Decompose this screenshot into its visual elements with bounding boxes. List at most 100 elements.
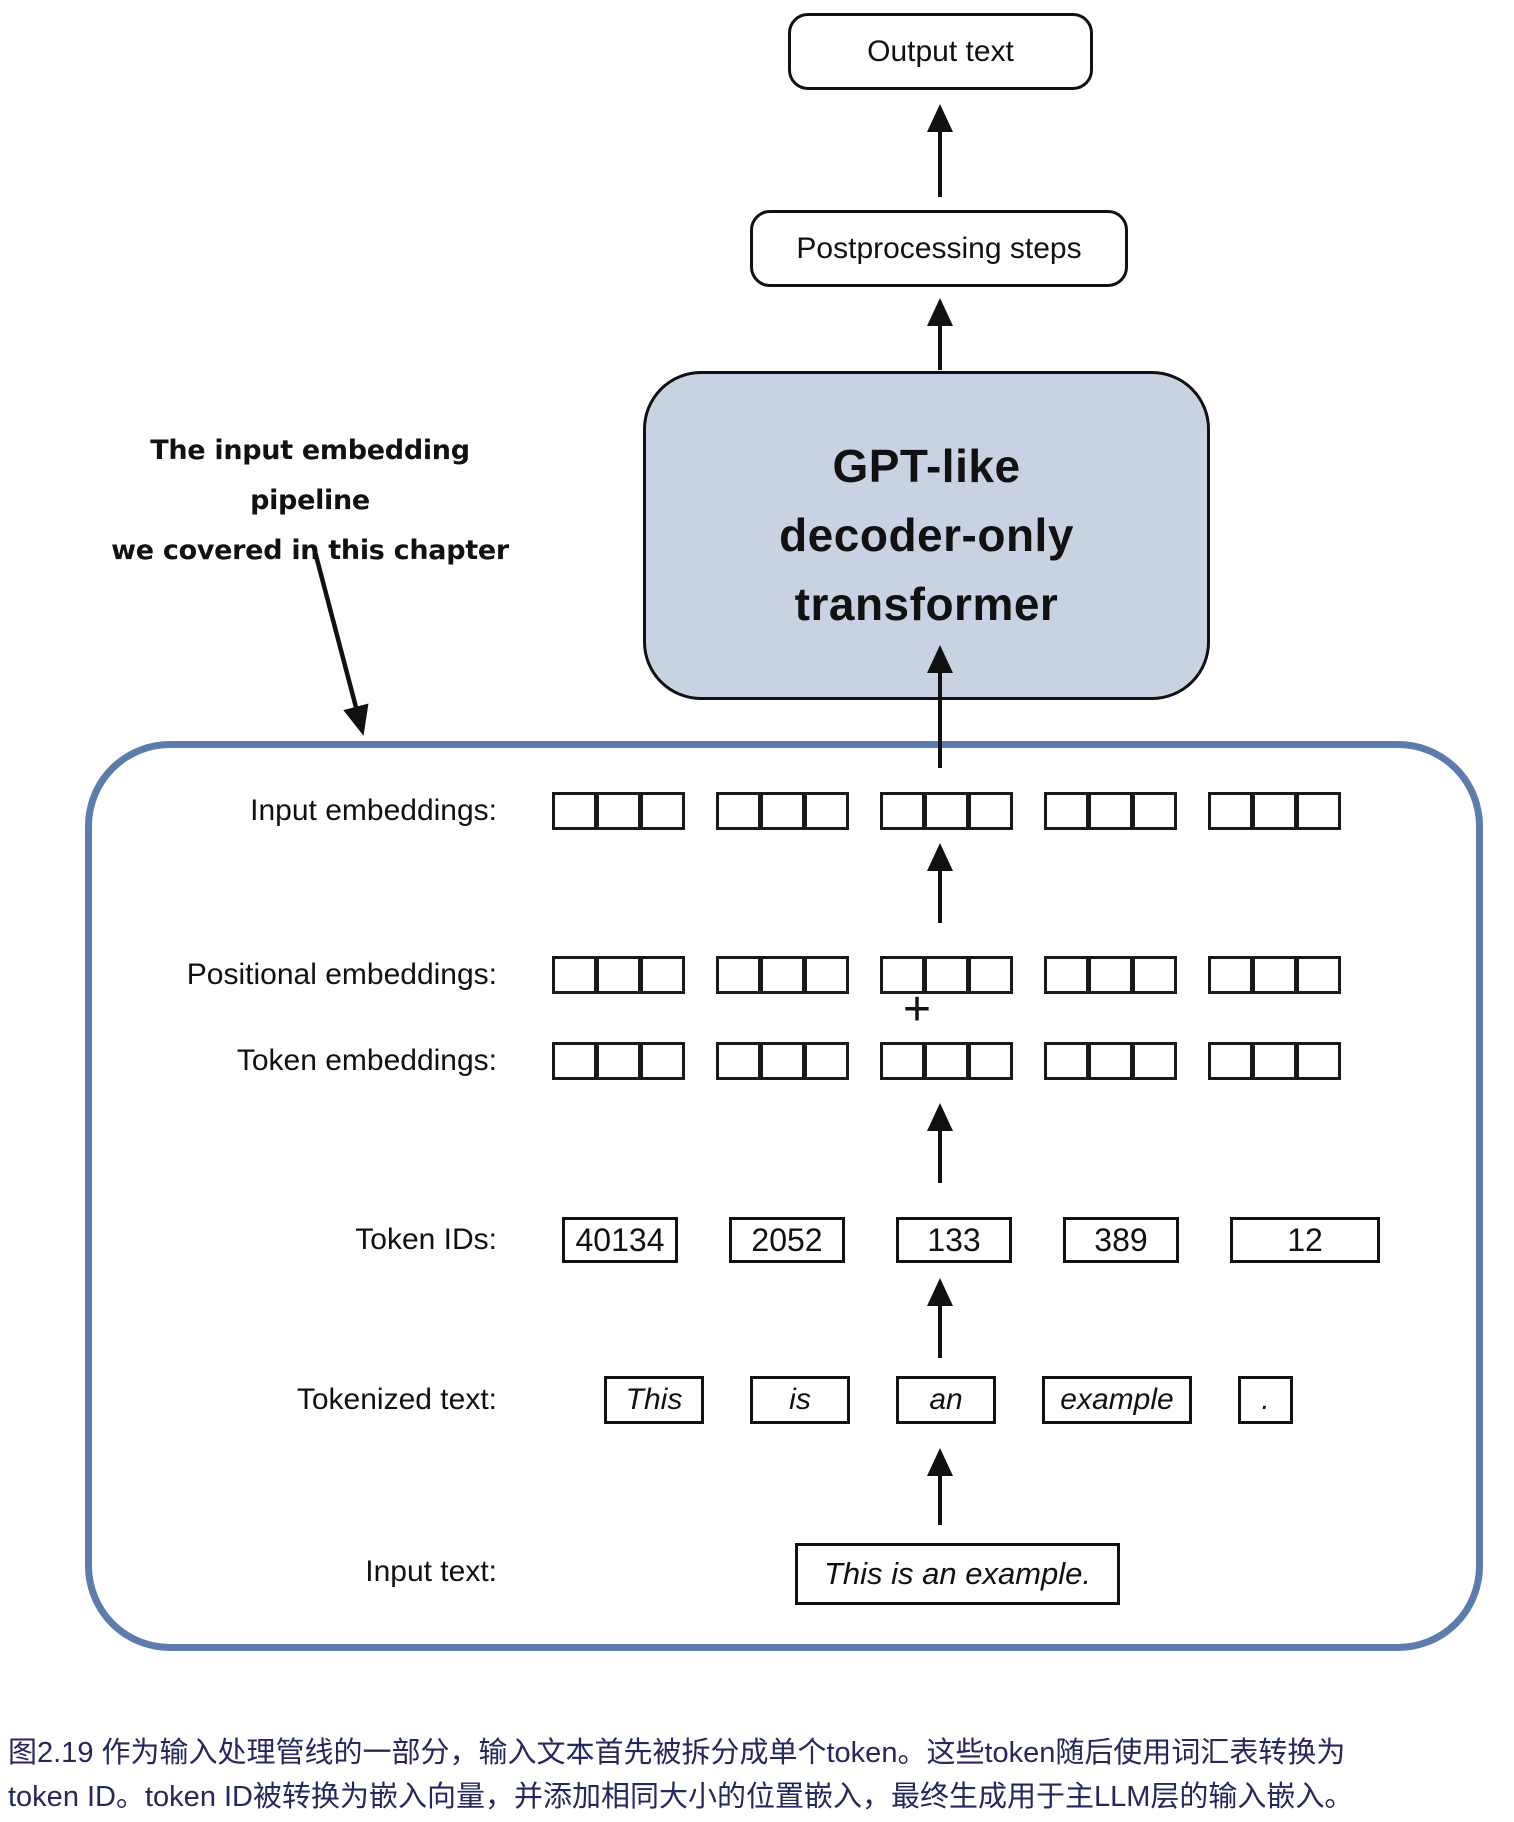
embedding-cell [1208,1042,1253,1080]
input-text-value: This is an example. [823,1556,1092,1591]
token-embeddings-label: Token embeddings: [236,1044,497,1077]
arrow-up-icon [927,1278,953,1358]
embedding-cell [552,956,597,994]
input-text-label: Input text: [365,1555,497,1588]
embedding-cell [924,1042,969,1080]
token-box: This [604,1376,704,1424]
embedding-vector [716,792,849,830]
arrow-up-icon [927,298,953,370]
embedding-cell [716,1042,761,1080]
embedding-cell [640,792,685,830]
embedding-cell [924,956,969,994]
embedding-cell [1252,792,1297,830]
embedding-cell [804,956,849,994]
embedding-pipeline-container [85,741,1483,1651]
embedding-cell [596,1042,641,1080]
token-box: is [750,1376,850,1424]
embedding-cell [1208,956,1253,994]
embedding-vector [552,1042,685,1080]
embedding-cell [1296,792,1341,830]
postprocessing-box: Postprocessing steps [750,210,1128,287]
tokenized-text-label: Tokenized text: [296,1383,497,1416]
arrow-up-icon [927,843,953,923]
embedding-cell [760,1042,805,1080]
embedding-cell [596,792,641,830]
embedding-cell [880,956,925,994]
token-box: . [1238,1376,1293,1424]
arrow-up-icon [927,1448,953,1525]
token-box: example [1042,1376,1192,1424]
token-embeddings-row [552,1042,1341,1080]
embedding-cell [1044,956,1089,994]
embedding-cell [1252,1042,1297,1080]
embedding-cell [640,956,685,994]
embedding-cell [760,792,805,830]
embedding-cell [640,1042,685,1080]
transformer-line: transformer [794,578,1059,630]
embedding-cell [1296,956,1341,994]
token-id-box: 2052 [729,1217,845,1263]
embedding-vector [552,792,685,830]
embedding-vector [1044,792,1177,830]
input-text-box: This is an example. [795,1543,1120,1605]
embedding-cell [1088,956,1133,994]
token-ids-label: Token IDs: [355,1223,497,1256]
embedding-cell [804,792,849,830]
embedding-vector [880,792,1013,830]
caption-line: 图2.19 作为输入处理管线的一部分，输入文本首先被拆分成单个token。这些t… [8,1737,1346,1769]
token-ids-row: 40134 2052 133 389 12 [562,1217,1380,1263]
arrow-up-icon [927,645,953,768]
embedding-cell [716,956,761,994]
embedding-cell [1088,1042,1133,1080]
annotation-text: The input embedding pipeline we covered … [90,426,530,576]
embedding-cell [968,1042,1013,1080]
embedding-cell [552,1042,597,1080]
input-embeddings-label: Input embeddings: [250,794,497,827]
embedding-vector [880,1042,1013,1080]
input-embeddings-row [552,792,1341,830]
embedding-cell [1044,792,1089,830]
embedding-vector [1044,956,1177,994]
embedding-cell [880,792,925,830]
arrow-up-icon [927,1103,953,1183]
embedding-cell [1252,956,1297,994]
embedding-cell [760,956,805,994]
embedding-cell [552,792,597,830]
embedding-vector [1208,956,1341,994]
caption-line: token ID。token ID被转换为嵌入向量，并添加相同大小的位置嵌入，最… [8,1781,1354,1813]
transformer-line: GPT-like [832,440,1021,492]
embedding-vector [716,956,849,994]
token-id-box: 389 [1063,1217,1179,1263]
embedding-cell [1044,1042,1089,1080]
token-id-box: 40134 [562,1217,678,1263]
embedding-cell [1132,956,1177,994]
embedding-vector [880,956,1013,994]
embedding-cell [1208,792,1253,830]
embedding-cell [880,1042,925,1080]
embedding-cell [1296,1042,1341,1080]
token-id-box: 133 [896,1217,1012,1263]
annotation-line: we covered in this chapter [111,535,509,566]
embedding-cell [1132,792,1177,830]
embedding-vector [552,956,685,994]
embedding-vector [1044,1042,1177,1080]
embedding-cell [1088,792,1133,830]
figure-caption: 图2.19 作为输入处理管线的一部分，输入文本首先被拆分成单个token。这些t… [8,1731,1514,1819]
token-id-box: 12 [1230,1217,1380,1263]
embedding-cell [968,956,1013,994]
annotation-line: The input embedding pipeline [150,435,470,516]
embedding-vector [716,1042,849,1080]
annotation-arrow-icon [311,547,369,736]
embedding-vector [1208,1042,1341,1080]
output-text-box: Output text [788,13,1093,90]
tokenized-text-row: This is an example . [604,1376,1293,1424]
positional-embeddings-row [552,956,1341,994]
arrow-up-icon [927,104,953,197]
positional-embeddings-label: Positional embeddings: [186,958,497,991]
embedding-cell [924,792,969,830]
transformer-box: GPT-like decoder-only transformer [643,371,1210,700]
postprocessing-label: Postprocessing steps [796,231,1082,265]
output-text-label: Output text [867,34,1014,68]
embedding-cell [1132,1042,1177,1080]
